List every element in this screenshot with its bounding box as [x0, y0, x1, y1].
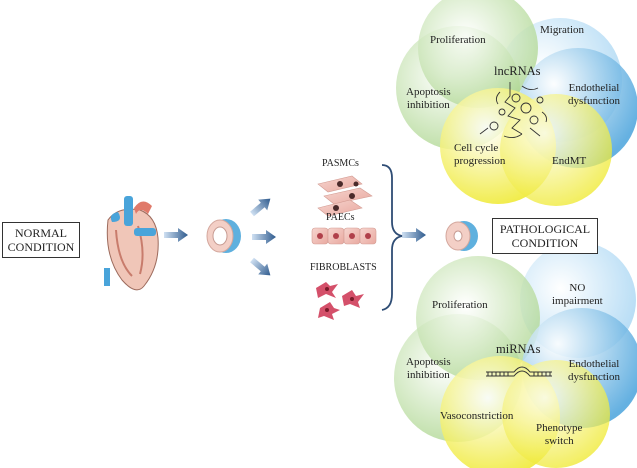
- normal-condition-box: NORMAL CONDITION: [2, 222, 80, 258]
- vessel-normal-icon: [206, 219, 241, 253]
- mir-vasoconstriction-label: Vasoconstriction: [440, 410, 514, 422]
- lnc-cellcycle-label: Cell cycle progression: [454, 142, 505, 168]
- venn-circle-proliferation2: [416, 256, 540, 380]
- lnc-endothelial-line2: dysfunction: [568, 95, 620, 107]
- normal-line1: NORMAL: [14, 226, 67, 240]
- pathological-line2: CONDITION: [511, 236, 579, 250]
- pathological-condition-box: PATHOLOGICAL CONDITION: [492, 218, 598, 254]
- mir-venn: [394, 242, 637, 468]
- mir-apoptosis-label: Apoptosis inhibition: [406, 356, 451, 382]
- mir-phenotype-line2: switch: [544, 435, 574, 447]
- mirna-hairpin-icon: [486, 366, 552, 377]
- mir-no-label: NO impairment: [552, 282, 603, 308]
- arrow-to-fibroblasts: [247, 254, 275, 281]
- lncrna-structure-icon: [479, 82, 547, 139]
- lnc-migration-label: Migration: [540, 24, 584, 36]
- lnc-apoptosis-line2: inhibition: [406, 99, 450, 111]
- mir-center-label: miRNAs: [496, 342, 541, 356]
- mir-endothelial-line2: dysfunction: [568, 371, 620, 383]
- paec-cells-icon: [311, 227, 377, 245]
- mir-phenotype-label: Phenotype switch: [536, 422, 582, 448]
- lnc-proliferation-label: Proliferation: [430, 34, 486, 46]
- mir-no-line1: NO: [569, 282, 586, 294]
- lnc-endmt-label: EndMT: [552, 155, 587, 167]
- lnc-endothelial-label: Endothelial dysfunction: [568, 82, 620, 108]
- lnc-cellcycle-line2: progression: [454, 155, 506, 167]
- venn-circle-phenotype: [502, 360, 610, 468]
- venn-circle-proliferation: [418, 0, 538, 108]
- fibroblast-cells-icon: [316, 282, 364, 320]
- arrows: [164, 193, 426, 281]
- lnc-apoptosis-label: Apoptosis inhibition: [406, 86, 451, 112]
- mir-apoptosis-line1: Apoptosis: [406, 356, 451, 368]
- mir-proliferation-label: Proliferation: [432, 299, 488, 311]
- mir-endothelial-label: Endothelial dysfunction: [568, 358, 620, 384]
- venn-circle-endmt: [500, 94, 612, 206]
- lnc-cellcycle-line1: Cell cycle: [454, 142, 499, 154]
- mir-apoptosis-line2: inhibition: [406, 369, 450, 381]
- arrow-to-diseased-vessel: [402, 228, 426, 242]
- arrow-heart-to-vessel: [164, 228, 188, 242]
- lnc-apoptosis-line1: Apoptosis: [406, 86, 451, 98]
- pathological-line1: PATHOLOGICAL: [499, 222, 591, 236]
- mir-no-line2: impairment: [552, 295, 603, 307]
- vessel-pathological-icon: [445, 221, 478, 251]
- pasmc-label: PASMCs: [322, 158, 359, 169]
- pasmc-cells-icon: [317, 175, 373, 217]
- fibroblast-label: FIBROBLASTS: [310, 262, 377, 273]
- heart-illustration: [104, 196, 159, 291]
- arrow-to-pasmcs: [247, 193, 275, 220]
- mir-endothelial-line1: Endothelial: [568, 358, 620, 370]
- paec-label: PAECs: [326, 212, 355, 223]
- mir-phenotype-line1: Phenotype: [536, 422, 583, 434]
- grouping-brace: [381, 164, 403, 311]
- normal-line2: CONDITION: [7, 240, 75, 254]
- lnc-center-label: lncRNAs: [494, 64, 541, 78]
- arrow-to-paecs: [252, 230, 276, 244]
- lnc-venn: [396, 0, 637, 206]
- lnc-endothelial-line1: Endothelial: [568, 82, 620, 94]
